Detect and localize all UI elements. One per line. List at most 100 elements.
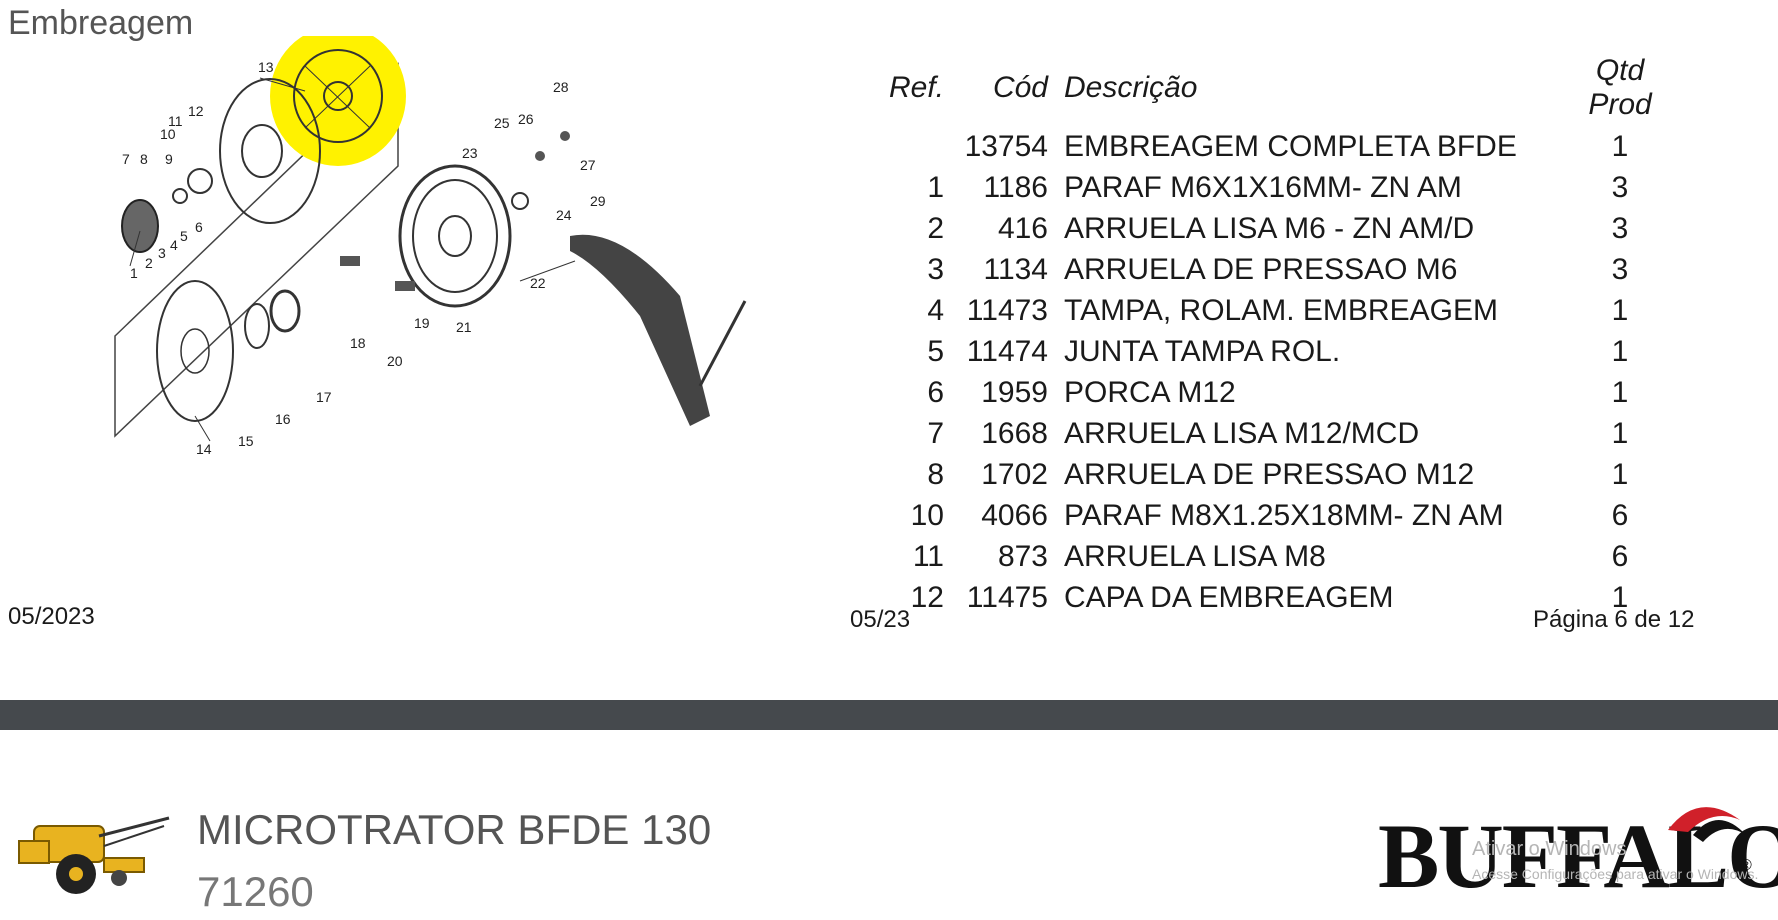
cell-qtd: 1: [1611, 129, 1629, 163]
section-title: Embreagem: [8, 4, 194, 42]
cell-ref: 4: [927, 293, 944, 327]
cell-desc: ARRUELA LISA M12/MCD: [1064, 416, 1420, 450]
cell-desc: TAMPA, ROLAM. EMBREAGEM: [1064, 293, 1498, 327]
clutch-diagram-svg: 1 2 3 4 5 6 7 8 9 10 11 12 13 14 15 16 1…: [114, 26, 747, 457]
cell-qtd: 1: [1611, 334, 1629, 368]
cell-qtd: 1: [1611, 580, 1629, 614]
diagram-label-11: 11: [168, 113, 183, 129]
cell-qtd: 3: [1611, 252, 1629, 286]
buffalo-horn-logo: BUFFALO ®: [1378, 790, 1778, 902]
cell-desc: JUNTA TAMPA ROL.: [1064, 334, 1341, 368]
header-desc: Descrição: [1064, 71, 1198, 104]
cell-desc: ARRUELA LISA M6 - ZN AM/D: [1064, 211, 1475, 245]
product-code: 71260: [197, 868, 314, 915]
cell-cod: 1134: [983, 252, 1048, 286]
cell-desc: PORCA M12: [1064, 375, 1236, 409]
footer-date-mid: 05/23: [850, 606, 911, 633]
cell-ref: 12: [910, 580, 944, 614]
diagram-label-10: 10: [160, 126, 176, 142]
cell-cod: 1186: [983, 170, 1048, 204]
cell-qtd: 1: [1611, 375, 1629, 409]
diagram-label-18: 18: [350, 335, 366, 351]
table-row: 2 416 ARRUELA LISA M6 - ZN AM/D 3: [880, 208, 1688, 249]
diagram-label-20: 20: [387, 353, 403, 369]
tractor-icon: [4, 796, 174, 896]
cell-ref: 3: [927, 252, 944, 286]
diagram-label-26: 26: [518, 111, 534, 127]
diagram-label-9: 9: [165, 151, 173, 167]
product-name: MICROTRATOR BFDE 130: [197, 806, 712, 853]
table-row: 8 1702 ARRUELA DE PRESSAO M12 1: [880, 454, 1688, 495]
diagram-label-1: 1: [130, 265, 138, 281]
cell-ref: 11: [912, 539, 944, 573]
table-row: 1 1186 PARAF M6X1X16MM- ZN AM 3: [880, 167, 1688, 208]
diagram-label-23: 23: [462, 145, 478, 161]
cell-desc: ARRUELA LISA M8: [1064, 539, 1326, 573]
table-row: 6 1959 PORCA M12 1: [880, 372, 1688, 413]
diagram-label-6: 6: [195, 219, 203, 235]
diagram-label-14: 14: [196, 441, 212, 457]
diagram-label-28: 28: [553, 79, 569, 95]
diagram-label-8: 8: [140, 151, 148, 167]
cell-cod: 416: [997, 211, 1048, 245]
cell-cod: 873: [997, 539, 1048, 573]
cell-desc: PARAF M8X1.25X18MM- ZN AM: [1064, 498, 1504, 532]
cell-cod: 1959: [981, 375, 1048, 409]
cell-qtd: 3: [1611, 211, 1629, 245]
cell-ref: 10: [910, 498, 944, 532]
cell-ref: 2: [927, 211, 944, 245]
cell-ref: 8: [927, 457, 944, 491]
diagram-label-7: 7: [122, 151, 130, 167]
exploded-parts-diagram: 1 2 3 4 5 6 7 8 9 10 11 12 13 14 15 16 1…: [0, 26, 840, 476]
diagram-label-25: 25: [494, 115, 510, 131]
watermark-title: Ativar o Windows: [1472, 838, 1627, 860]
table-row: 13754 EMBREAGEM COMPLETA BFDE 1: [880, 126, 1688, 167]
table-row: 7 1668 ARRUELA LISA M12/MCD 1: [880, 413, 1688, 454]
cell-cod: 11474: [966, 334, 1048, 368]
cell-cod: 11473: [966, 293, 1048, 327]
cell-ref: 5: [927, 334, 944, 368]
diagram-label-13: 13: [258, 59, 274, 75]
cell-desc: EMBREAGEM COMPLETA BFDE: [1064, 129, 1517, 163]
table-header-row: Ref. Cód Descrição Qtd Prod: [880, 50, 1688, 126]
cell-qtd: 3: [1611, 170, 1629, 204]
cell-qtd: 6: [1611, 539, 1629, 573]
cell-desc: PARAF M6X1X16MM- ZN AM: [1064, 170, 1462, 204]
cell-qtd: 6: [1611, 498, 1629, 532]
diagram-label-19: 19: [414, 315, 430, 331]
cell-qtd: 1: [1611, 293, 1629, 327]
diagram-label-12: 12: [188, 103, 204, 119]
diagram-label-17: 17: [316, 389, 332, 405]
cell-ref: 1: [927, 170, 944, 204]
cell-qtd: 1: [1611, 457, 1629, 491]
cell-ref: 7: [927, 416, 944, 450]
cell-cod: 1668: [981, 416, 1048, 450]
table-row: 5 11474 JUNTA TAMPA ROL. 1: [880, 331, 1688, 372]
header-qtd: Qtd Prod: [1588, 54, 1652, 121]
table-row: 4 11473 TAMPA, ROLAM. EMBREAGEM 1: [880, 290, 1688, 331]
diagram-label-29: 29: [590, 193, 606, 209]
diagram-label-15: 15: [238, 433, 254, 449]
diagram-label-27: 27: [580, 157, 596, 173]
diagram-label-24: 24: [556, 207, 572, 223]
registered-mark: ®: [1740, 857, 1752, 874]
divider-band: [0, 700, 1778, 730]
cell-desc: ARRUELA DE PRESSAO M12: [1064, 457, 1475, 491]
diagram-label-5: 5: [180, 228, 188, 244]
cell-cod: 1702: [981, 457, 1048, 491]
cell-cod: 13754: [964, 129, 1048, 163]
cell-ref: 6: [927, 375, 944, 409]
diagram-label-4: 4: [170, 237, 178, 253]
watermark-subtitle: Acesse Configurações para ativar o Windo…: [1472, 866, 1759, 882]
cell-ref: [880, 126, 952, 167]
cell-cod: 11475: [966, 580, 1048, 614]
cell-qtd: 1: [1611, 416, 1629, 450]
header-cod: Cód: [992, 71, 1048, 104]
page-number: Página 6 de 12: [1533, 606, 1695, 633]
cell-desc: CAPA DA EMBREAGEM: [1064, 580, 1394, 614]
table-row: 11 873 ARRUELA LISA M8 6: [880, 536, 1688, 577]
table-row: 12 11475 CAPA DA EMBREAGEM 1: [880, 577, 1688, 618]
